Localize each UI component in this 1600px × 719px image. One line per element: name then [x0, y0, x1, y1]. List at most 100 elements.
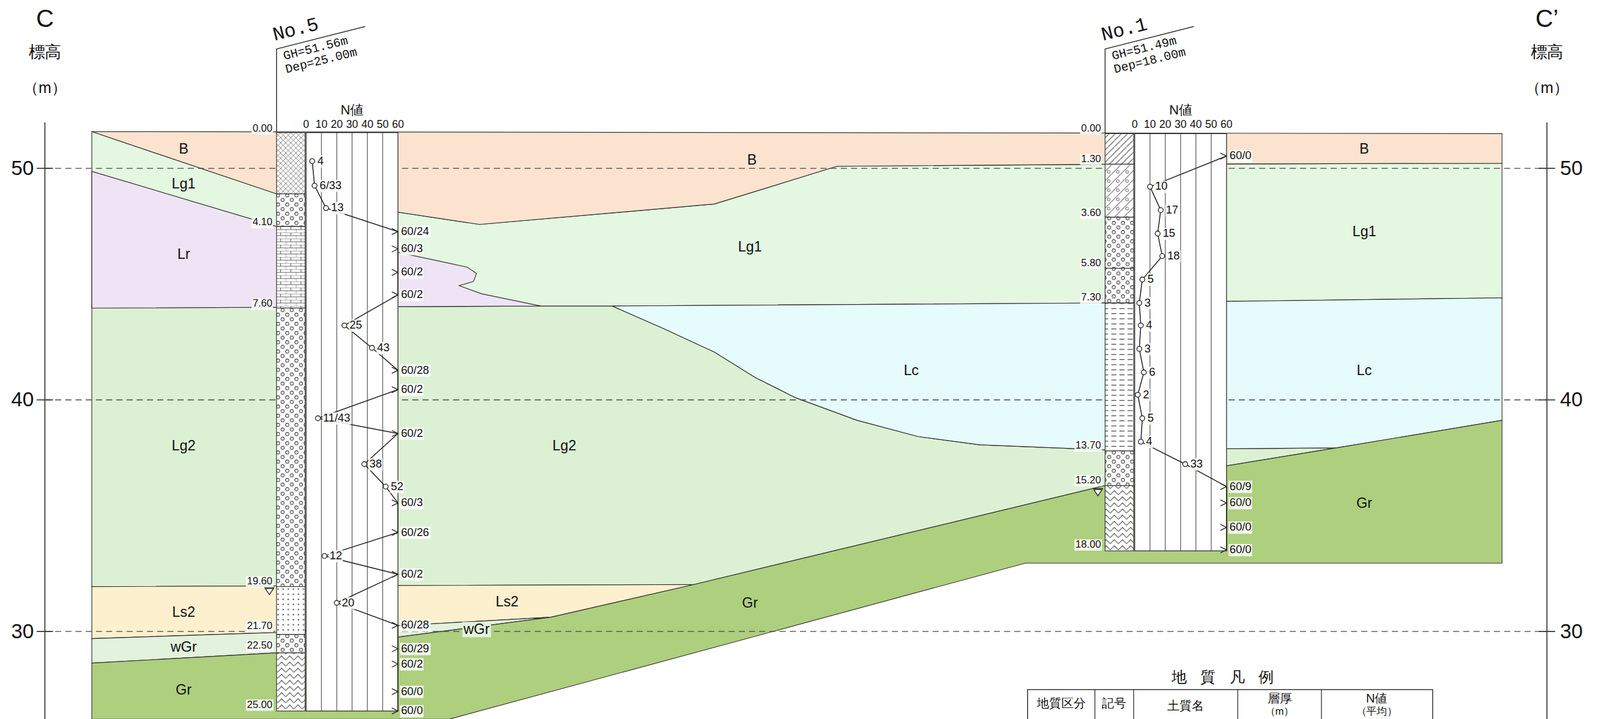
- chart-title: N値: [1169, 103, 1192, 118]
- soil-column-segment: [276, 132, 306, 195]
- legend-title: 地質凡例: [1171, 669, 1288, 686]
- groundwater-mark: [1093, 489, 1102, 496]
- n-value: 60/26: [400, 527, 431, 539]
- n-value-point: [334, 600, 340, 606]
- n-value-point: [1139, 416, 1145, 422]
- legend-header: （平均）: [1356, 706, 1398, 718]
- axis-title: 標高: [1530, 44, 1564, 62]
- legend-header: 記号: [1101, 697, 1127, 711]
- n-value: 60/2: [400, 383, 425, 396]
- n-value-arrow: [391, 688, 398, 695]
- section-end: C’: [1535, 5, 1559, 32]
- section-end: C: [36, 5, 54, 32]
- elevation-value: 30: [11, 620, 34, 643]
- legend-header: 層厚: [1267, 692, 1293, 706]
- n-value: 60/2: [400, 427, 425, 440]
- layer-symbol: Ls2: [495, 594, 520, 610]
- layer-symbol: Lg2: [552, 438, 576, 453]
- n-value-point: [1182, 462, 1188, 468]
- elevation-guide: [44, 167, 1547, 169]
- elevation-value: 50: [11, 157, 34, 180]
- borehole-name: No.5: [271, 15, 322, 47]
- n-value-arrow: [391, 622, 398, 629]
- borehole-log: [1092, 26, 1227, 553]
- n-value: 60/2: [400, 266, 425, 278]
- scale-tick: 50: [1205, 118, 1217, 130]
- n-value: 60/0: [400, 686, 425, 698]
- n-value-point: [1147, 184, 1153, 190]
- soil-column-segment: [1104, 268, 1134, 303]
- n-value-arrow: [391, 708, 398, 715]
- depth-label: 1.30: [1080, 153, 1103, 165]
- scale-tick: 50: [376, 118, 389, 130]
- depth-label: 5.80: [1080, 257, 1103, 269]
- n-value-arrow: [391, 291, 398, 299]
- n-value: 2: [1141, 389, 1151, 401]
- n-value: 60/3: [400, 497, 425, 509]
- scale-tick: 40: [1189, 118, 1202, 130]
- chart-grid: [1210, 133, 1212, 551]
- n-value-point: [1158, 207, 1163, 213]
- n-value: 60/0: [1228, 544, 1253, 556]
- n-value-line: [312, 160, 398, 712]
- layer-symbol: wGr: [462, 621, 491, 637]
- chart-title: N値: [340, 103, 363, 118]
- n-value: 60/2: [400, 658, 425, 671]
- depth-label: 19.60: [246, 575, 274, 587]
- layer-symbol: Gr: [1356, 495, 1373, 511]
- n-value: 60/2: [400, 288, 425, 301]
- soil-layer: [612, 298, 1503, 450]
- soil-column-segment: [1104, 485, 1134, 552]
- scale-tick: 30: [345, 118, 358, 130]
- legend-header: （m）: [1265, 706, 1294, 718]
- elevation-value: 40: [1560, 389, 1583, 411]
- n-value-arrow: [391, 645, 398, 652]
- layer-symbol: Lc: [903, 362, 919, 378]
- axis-tick: [1538, 399, 1556, 401]
- soil-column-segment: [276, 194, 306, 227]
- borehole-name: No.1: [1099, 15, 1150, 47]
- n-value-arrow: [391, 367, 398, 374]
- n-value: 60/0: [1228, 149, 1253, 162]
- layer-symbol: Ls2: [171, 604, 196, 620]
- layer-symbol: Lg1: [1352, 224, 1376, 239]
- depth-label: 25.00: [246, 699, 274, 711]
- axis-title: 標高: [28, 44, 62, 62]
- depth-label: 21.70: [246, 621, 274, 633]
- chart-grid: [382, 132, 384, 712]
- layer-symbol: Lc: [1357, 362, 1373, 378]
- n-value-point: [1136, 346, 1142, 352]
- elevation-guide: [44, 399, 1547, 401]
- n-value-line: [1137, 156, 1227, 550]
- axis-tick: [1538, 167, 1556, 169]
- n-value-point: [383, 484, 389, 490]
- layer-symbol: B: [178, 141, 189, 157]
- n-value-arrow: [391, 661, 398, 668]
- n-value: 60/29: [400, 643, 431, 655]
- legend-header: N値: [1366, 692, 1387, 706]
- n-value: 3: [1143, 343, 1152, 356]
- soil-column-segment: [276, 634, 306, 654]
- n-value-point: [361, 462, 367, 468]
- n-value-point: [1135, 392, 1141, 398]
- n-value: 12: [328, 550, 344, 562]
- n-value: 60/0: [1228, 497, 1253, 509]
- n-value-point: [1139, 277, 1145, 283]
- soil-column-segment: [1104, 451, 1134, 486]
- n-value-point: [369, 345, 375, 351]
- depth-label: 4.10: [251, 217, 274, 229]
- n-value-point: [315, 416, 321, 422]
- scale-tick: 20: [330, 118, 343, 130]
- groundwater-mark: [1092, 488, 1103, 490]
- chart-grid: [1180, 133, 1181, 551]
- n-value-arrow: [391, 246, 398, 253]
- n-value: 6/33: [318, 179, 343, 192]
- axis-tick: [36, 167, 54, 169]
- n-value-arrow: [391, 529, 398, 536]
- scale-tick: 10: [315, 118, 327, 130]
- n-value: 60/28: [400, 619, 431, 632]
- elevation-value: 40: [11, 389, 34, 411]
- n-value: 6: [1147, 366, 1157, 379]
- layer-symbol: Lg1: [738, 239, 763, 255]
